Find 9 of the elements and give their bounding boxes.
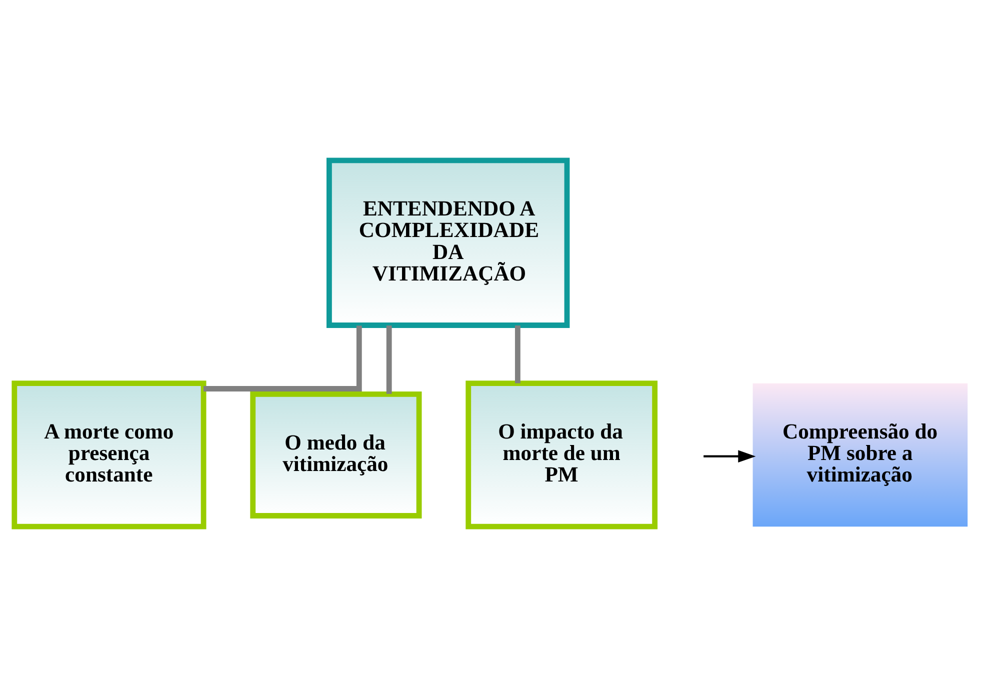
- node-box: O medo da vitimização: [250, 390, 422, 518]
- node-box: ENTENDENDO A COMPLEXIDADE DA VITIMIZAÇÃO: [326, 157, 570, 328]
- connector: [203, 325, 362, 391]
- node-box: O impacto da morte de um PM: [465, 380, 658, 529]
- arrow: [703, 450, 756, 462]
- node-box: Compreensão do PM sobre a vitimização: [752, 382, 968, 526]
- connector: [386, 324, 392, 394]
- connector: [514, 324, 520, 383]
- node-box: A morte como presença constante: [11, 380, 206, 529]
